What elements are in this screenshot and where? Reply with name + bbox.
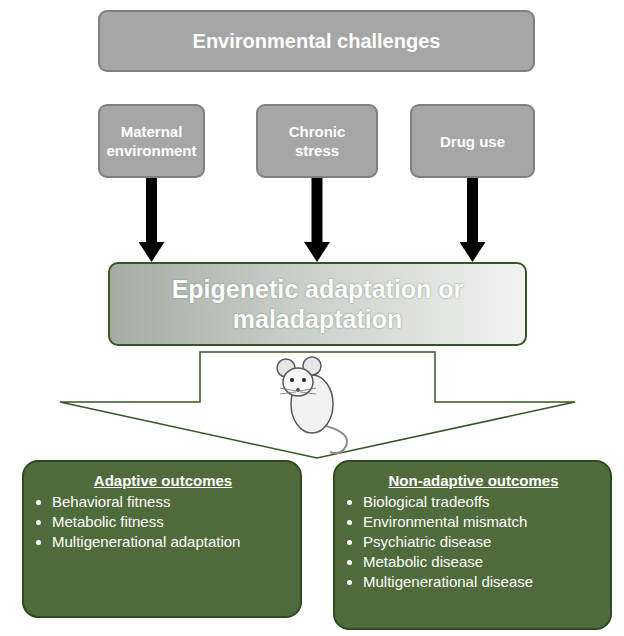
mouse-head [283,368,313,396]
box-label: Environmental challenges [193,30,441,53]
factor-box: Maternal environment [98,104,205,178]
box-label: Drug use [440,132,505,151]
box-heading: Non-adaptive outcomes [347,472,600,489]
bullet-item: Multigenerational adaptation [52,532,290,552]
bullet-list: Biological tradeoffsEnvironmental mismat… [347,492,600,592]
mouse-eye [302,378,306,382]
bullet-item: Metabolic fitness [52,512,290,532]
mouse-illustration [277,357,347,453]
factor-box: Chronic stress [256,104,378,178]
process-box: Epigenetic adaptation or maladaptation [108,262,527,346]
mouse-tail [322,425,347,453]
bullet-item: Biological tradeoffs [363,492,600,512]
mouse-nose [296,388,300,392]
block-arrow [467,178,478,242]
box-label: Maternal environment [104,122,199,160]
block-arrow [312,178,323,242]
bullet-item: Behavioral fitness [52,492,290,512]
bullet-item: Metabolic disease [363,552,600,572]
bullet-item: Environmental mismatch [363,512,600,532]
block-arrow [146,178,157,242]
outcome-box: Adaptive outcomesBehavioral fitnessMetab… [22,460,302,618]
outcome-box: Non-adaptive outcomesBiological tradeoff… [333,460,612,630]
bullet-item: Multigenerational disease [363,572,600,592]
box-label: Epigenetic adaptation or maladaptation [168,274,468,334]
box-label: Chronic stress [267,122,367,160]
challenge-box: Environmental challenges [98,10,535,72]
factor-box: Drug use [410,104,535,178]
box-heading: Adaptive outcomes [36,472,290,489]
outcome-arrow [60,352,575,458]
bullet-item: Psychiatric disease [363,532,600,552]
bullet-list: Behavioral fitnessMetabolic fitnessMulti… [36,492,290,552]
mouse-eye [290,378,294,382]
mouse-whiskers [280,388,316,394]
